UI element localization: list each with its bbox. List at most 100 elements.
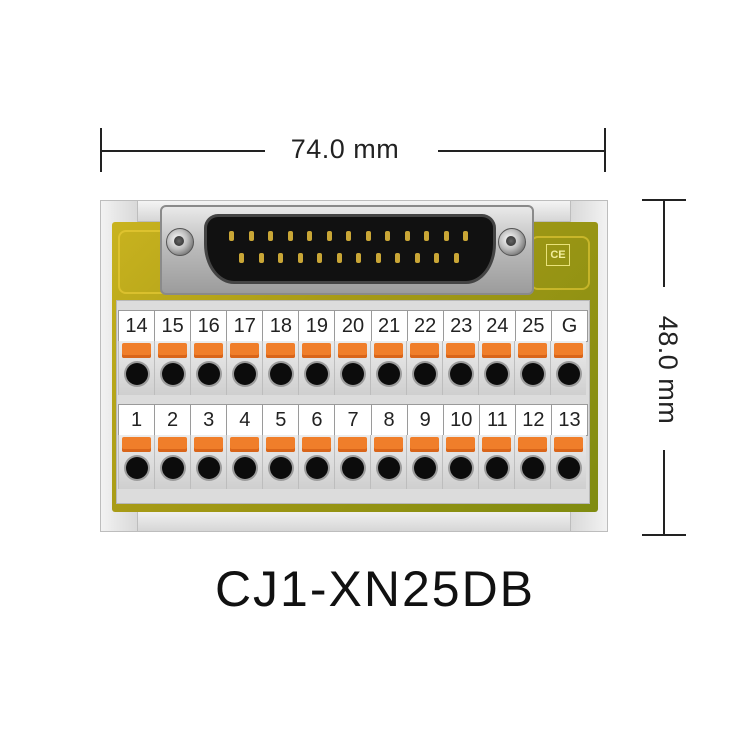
terminal-label: 14 [119,311,156,341]
release-lever [194,437,223,452]
terminal-label: 15 [155,311,192,341]
connector-pin [463,231,468,241]
width-dim-right-tick [604,128,606,172]
release-lever [446,437,475,452]
model-name: CJ1-XN25DB [214,561,536,617]
height-dim-line-top [663,199,665,287]
connector-pin [317,253,322,263]
wire-entry-hole [342,457,364,479]
connector-pin [385,231,390,241]
bottom-terminal-row [118,435,586,489]
connector-pin [268,231,273,241]
terminal-label: 22 [408,311,444,341]
release-lever [266,343,295,358]
connector-pin [346,231,351,241]
terminal-label: 20 [335,311,372,341]
wire-entry-hole [414,363,436,385]
wire-entry-hole [162,457,184,479]
wire-entry-hole [342,363,364,385]
terminal-label: 24 [480,311,516,341]
screw-right-icon [498,228,526,256]
release-lever [482,343,511,358]
connector-pin [287,231,293,241]
terminal-cell [514,435,550,489]
release-lever [338,343,367,358]
terminal-label: 25 [516,311,552,341]
din-rail-bottom [100,508,608,532]
width-dim-line-right [438,150,606,152]
terminal-cell [442,341,478,395]
wire-entry-hole [306,457,328,479]
release-lever [158,437,187,452]
terminal-cell [226,341,262,395]
wire-entry-hole [378,363,400,385]
release-lever [410,437,439,452]
terminal-cell [154,435,190,489]
wire-entry-hole [126,363,148,385]
wire-entry-hole [522,363,544,385]
release-lever [266,437,295,452]
terminal-cell [154,341,190,395]
height-dim-bottom-tick [642,534,686,536]
wire-entry-hole [126,457,148,479]
release-lever [482,437,511,452]
wire-entry-hole [234,363,256,385]
terminal-cell [298,435,334,489]
connector-pin [375,253,381,263]
terminal-label: 19 [299,311,336,341]
connector-pin [239,253,244,263]
terminal-cell [370,341,406,395]
connector-pin [229,231,234,241]
release-lever [302,343,331,358]
terminal-cell [406,341,442,395]
terminal-cell [406,435,442,489]
terminal-label: 8 [372,405,408,435]
wire-entry-hole [198,457,220,479]
release-lever [158,343,187,358]
connector-pin [395,253,400,263]
terminal-label: 5 [263,405,300,435]
terminal-cell [226,435,262,489]
top-terminal-row [118,341,586,395]
release-lever [122,437,151,452]
terminal-cell [190,435,226,489]
wire-entry-hole [270,363,292,385]
terminal-label: 6 [299,405,336,435]
wire-entry-hole [414,457,436,479]
release-lever [518,437,547,452]
terminal-label: 4 [227,405,264,435]
release-lever [338,437,367,452]
connector-pin [453,253,459,263]
wire-entry-hole [522,457,544,479]
terminal-cell [514,341,550,395]
wire-entry-hole [558,363,580,385]
terminal-cell [262,435,298,489]
terminal-label: 18 [263,311,300,341]
wire-entry-hole [306,363,328,385]
release-lever [554,437,583,452]
wire-entry-hole [558,457,580,479]
connector-pin [434,253,439,263]
terminal-label: 23 [444,311,480,341]
connector-pin [297,253,303,263]
wire-entry-hole [486,457,508,479]
release-lever [554,343,583,358]
connector-pin [258,253,264,263]
connector-pin [356,253,361,263]
wire-entry-hole [378,457,400,479]
wire-entry-hole [270,457,292,479]
wire-entry-hole [486,363,508,385]
wire-entry-hole [450,457,472,479]
terminal-cell [478,341,514,395]
terminal-label: 12 [516,405,552,435]
terminal-label: G [561,315,578,337]
terminal-cell [478,435,514,489]
terminal-label: 2 [155,405,192,435]
wire-entry-hole [450,363,472,385]
terminal-label: 21 [372,311,408,341]
terminal-cell [190,341,226,395]
connector-pin [365,231,371,241]
terminal-label: 3 [191,405,228,435]
